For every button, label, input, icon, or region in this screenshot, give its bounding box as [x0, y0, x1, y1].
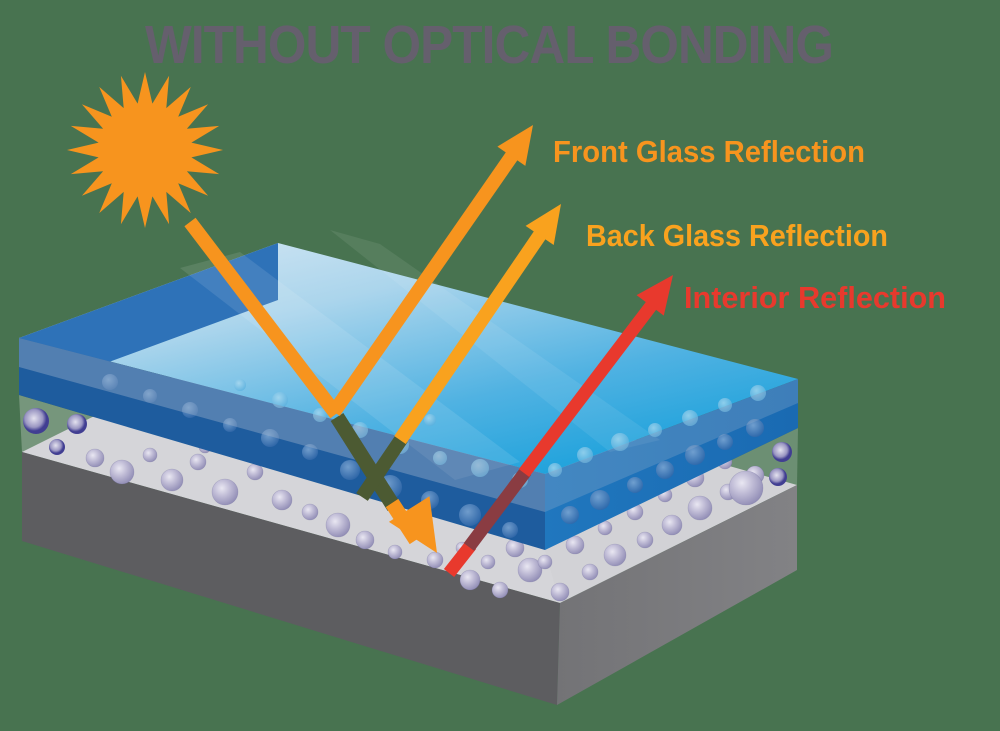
back-reflection-ray-in-glass [356, 434, 408, 501]
ray-labels: Front Glass Reflection Back Glass Reflec… [553, 134, 946, 315]
refracted-ray-in-glass [330, 412, 401, 512]
rays [184, 125, 673, 578]
ringed-bubble [67, 414, 87, 434]
ringed-bubble [772, 442, 792, 462]
interior-reflection-arrowhead [636, 275, 673, 316]
interior-reflection-label: Interior Reflection [684, 280, 946, 315]
back-reflection-arrowhead [525, 204, 561, 245]
ringed-bubble [23, 408, 49, 434]
back-reflection-ray [394, 222, 552, 444]
interior-reflection-ray [518, 294, 663, 477]
interior-reflection-ray-start [443, 540, 477, 578]
display-front-right-face [557, 485, 797, 705]
ringed-bubble [769, 468, 787, 486]
interior-reflection-ray-in-glass [463, 467, 532, 551]
front-reflection-arrowhead [497, 125, 533, 166]
sun-icon [67, 72, 223, 228]
air-gap-sheen [19, 338, 798, 512]
air-gap-bubbles [85, 440, 765, 602]
front-reflection-ray [328, 146, 522, 416]
page-title: WITHOUT OPTICAL BONDING [145, 15, 833, 75]
edge-bubbles [23, 408, 792, 486]
refracted-ray-arrowhead [388, 496, 437, 553]
incoming-ray [184, 217, 342, 419]
display-front-left-face [22, 452, 560, 705]
front-reflection-label: Front Glass Reflection [553, 134, 865, 169]
back-reflection-label: Back Glass Reflection [586, 218, 888, 253]
ringed-bubble [49, 439, 65, 455]
